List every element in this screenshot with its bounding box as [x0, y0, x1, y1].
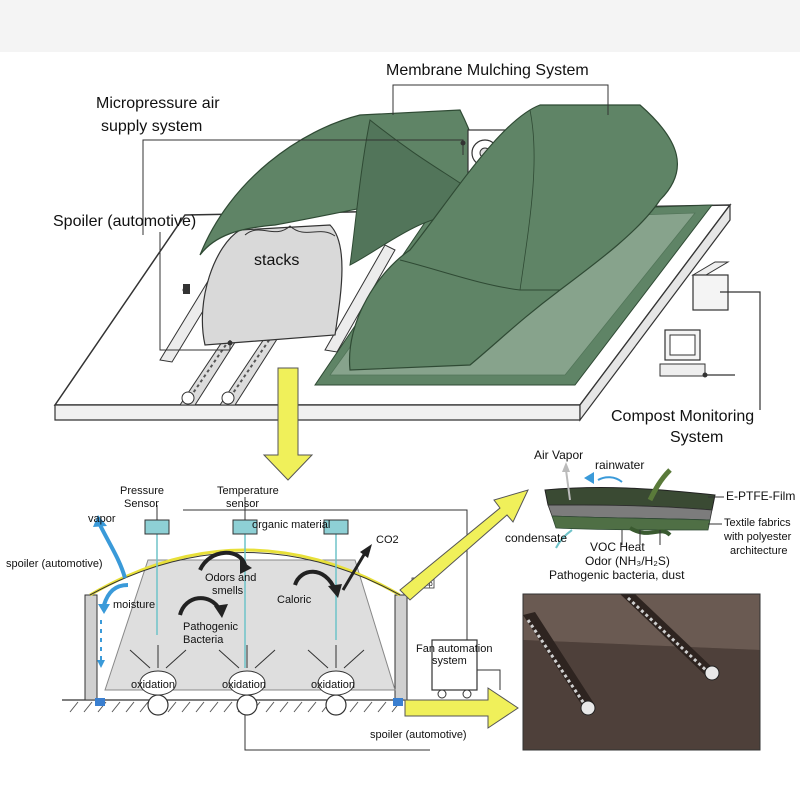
- air-vapor-arrow-icon: [562, 462, 570, 472]
- label-odors-2: smells: [212, 585, 244, 597]
- platform-side: [579, 203, 731, 422]
- drain-left: [95, 698, 105, 706]
- label-moisture: moisture: [113, 599, 155, 611]
- label-pressure-1: Pressure: [120, 485, 164, 497]
- moisture-arrow-icon: [102, 583, 129, 606]
- label-textile-1: Textile fabrics: [724, 517, 791, 529]
- label-monitoring-2: System: [670, 429, 723, 446]
- label-spoiler-top: Spoiler (automotive): [53, 213, 196, 230]
- organic-sensor-icon: [323, 519, 349, 535]
- oxidation-arrows: [129, 645, 365, 669]
- pressure-sensor-icon: [144, 519, 170, 535]
- fan-automation-unit: [431, 639, 478, 691]
- label-organic: organic material: [252, 519, 330, 531]
- label-oxidation-1: oxidation: [131, 679, 175, 691]
- membrane-cover-right: [348, 104, 678, 371]
- co2-arrow-icon: [341, 552, 367, 591]
- label-odors-1: Odors and: [205, 572, 256, 584]
- spoiler-wall-right: [324, 244, 396, 353]
- top-illustration: Membrane Mulching System Micropressure a…: [53, 62, 761, 446]
- drain-right: [393, 698, 403, 706]
- arrow-to-floor-icon: [404, 687, 519, 729]
- label-air-vapor: Air Vapor: [534, 448, 583, 462]
- label-spoiler-left: spoiler (automotive): [6, 558, 103, 570]
- wall-right: [394, 594, 408, 701]
- membrane-detail: Air Vapor rainwater E-PTFE-Film Textile …: [505, 448, 795, 582]
- label-temperature-1: Temperature: [217, 485, 279, 497]
- label-pathogenic-1: Pathogenic: [183, 621, 239, 633]
- label-monitoring-1: Compost Monitoring: [611, 408, 754, 425]
- label-membrane-mulching: Membrane Mulching System: [386, 62, 589, 79]
- arrow-down-icon: [262, 367, 314, 481]
- label-condensate: condensate: [505, 531, 567, 545]
- rainwater-arrow-icon: [584, 472, 594, 484]
- stacks-pile: [201, 224, 343, 346]
- channel-end-2: [704, 665, 720, 681]
- label-textile-2: with polyester: [723, 531, 792, 543]
- label-textile-3: architecture: [730, 545, 787, 557]
- label-caloric: Caloric: [277, 594, 312, 606]
- label-micropressure-1: Micropressure air: [96, 95, 220, 112]
- label-pathogenic-dust: Pathogenic bacteria, dust: [549, 568, 685, 582]
- aeration-pipes: [139, 670, 355, 716]
- label-oxidation-2: oxidation: [222, 679, 266, 691]
- wall-left: [84, 594, 98, 701]
- keyboard-icon: [659, 363, 706, 377]
- label-pathogenic-2: Bacteria: [183, 634, 224, 646]
- floor-channel-photo: [522, 593, 761, 751]
- label-rainwater: rainwater: [595, 458, 644, 472]
- label-micropressure-2: supply system: [101, 118, 202, 135]
- label-odor: Odor (NH₃/H₂S): [585, 554, 670, 568]
- label-temperature-2: sensor: [226, 498, 259, 510]
- platform-edge: [54, 404, 581, 421]
- textile-layer: [551, 515, 711, 531]
- label-spoiler-bottom: spoiler (automotive): [370, 729, 467, 741]
- label-vapor: vapor: [88, 513, 116, 525]
- label-stacks: stacks: [254, 252, 299, 269]
- label-fan-2: system: [432, 655, 467, 667]
- membrane-bracket: [392, 84, 609, 115]
- label-eptfe: E-PTFE-Film: [726, 489, 795, 503]
- channel-end-1: [580, 700, 596, 716]
- label-co2: CO2: [376, 534, 399, 546]
- label-voc: VOC Heat: [590, 540, 645, 554]
- caloric-arrow-icon: [293, 569, 337, 591]
- arrow-to-membrane-icon: [399, 489, 529, 601]
- cross-section: Pressure Sensor Temperature sensor organ…: [6, 485, 501, 751]
- membrane-edge-frill: [244, 225, 336, 237]
- vapor-arrow-icon: [98, 524, 127, 579]
- top-band: [0, 0, 800, 52]
- label-pressure-2: Sensor: [124, 498, 159, 510]
- label-fan-1: Fan automation: [416, 643, 492, 655]
- label-oxidation-3: oxidation: [311, 679, 355, 691]
- condensate-arrow-icon: [555, 529, 573, 549]
- odors-arrow-icon: [198, 550, 247, 571]
